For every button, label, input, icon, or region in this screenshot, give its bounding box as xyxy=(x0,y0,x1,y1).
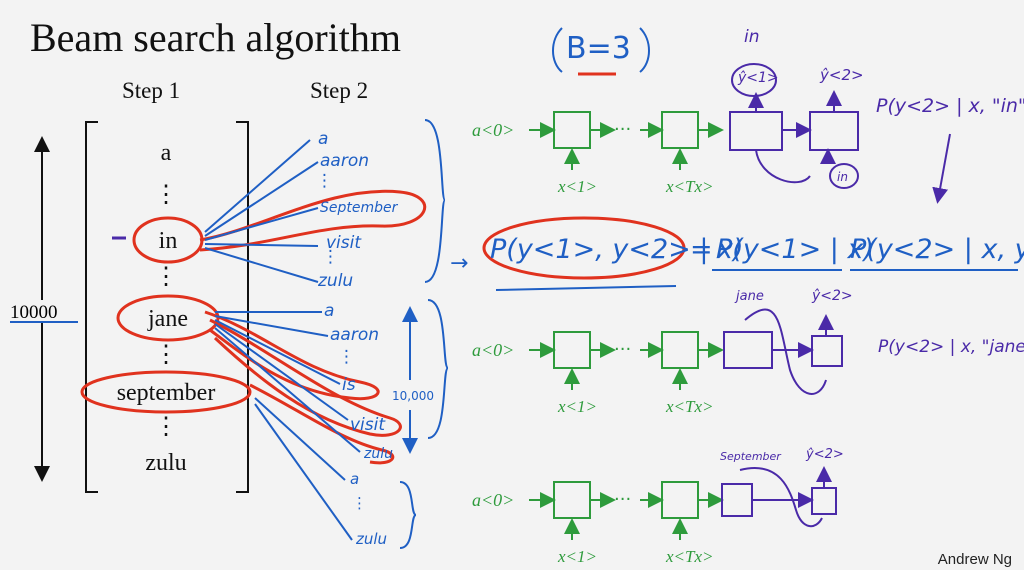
svg-text:a<0>: a<0> xyxy=(472,340,514,360)
count-note: 10,000 xyxy=(392,389,434,403)
decoder-row-2 xyxy=(723,308,843,395)
svg-text:a<0>: a<0> xyxy=(472,120,514,140)
svg-text:⋮: ⋮ xyxy=(322,247,339,267)
svg-text:⋮: ⋮ xyxy=(154,264,178,290)
step1-vocab-bracket xyxy=(85,121,249,493)
sept-branch-zulu: zulu xyxy=(355,530,387,548)
svg-text:jane: jane xyxy=(734,289,764,304)
equation-rhs-2: P(y<2> | x, y<1>) xyxy=(850,234,1024,265)
svg-text:ŷ<2>: ŷ<2> xyxy=(819,66,864,84)
svg-text:ŷ<2>: ŷ<2> xyxy=(805,447,844,462)
svg-text:⋮: ⋮ xyxy=(352,494,367,512)
jane-branch-is: is xyxy=(342,375,356,395)
network-row-1: a<0> x<1> x<Tx> xyxy=(472,112,720,196)
svg-text:ŷ<2>: ŷ<2> xyxy=(811,288,853,304)
jane-branch-aaron: aaron xyxy=(330,325,379,345)
beam-width-note: B=3 xyxy=(552,27,650,76)
in-branch-september: September xyxy=(320,200,399,216)
network-row-2: a<0> x<1> x<Tx> xyxy=(472,332,720,416)
svg-text:a<0>: a<0> xyxy=(472,490,514,510)
vocab-size-label: 10000 xyxy=(10,302,58,323)
prob-jane-note: P(y<2> | x, "jane") xyxy=(878,337,1024,357)
svg-text:⋮: ⋮ xyxy=(338,347,355,367)
decoder-row-3 xyxy=(721,466,837,528)
decoder-row-1 xyxy=(729,63,859,189)
in-branch-visit: visit xyxy=(326,233,362,253)
svg-text:x<1>: x<1> xyxy=(557,397,597,416)
step1-label: Step 1 xyxy=(122,78,181,103)
beam-selections xyxy=(80,189,427,465)
equation-equals: = xyxy=(690,234,713,265)
svg-text:x<1>: x<1> xyxy=(557,547,597,566)
svg-text:in: in xyxy=(744,27,760,47)
jane-branch-zulu: zulu xyxy=(363,446,393,462)
step2-label: Step 2 xyxy=(310,78,369,103)
svg-text:B=3: B=3 xyxy=(566,31,631,66)
svg-text:September: September xyxy=(720,450,782,463)
network-row-3: a<0> x<1> x<Tx> xyxy=(472,482,720,566)
in-branch-a: a xyxy=(318,129,328,149)
author-credit: Andrew Ng xyxy=(937,551,1012,568)
svg-text:x<1>: x<1> xyxy=(557,177,597,196)
svg-text:⋮: ⋮ xyxy=(154,182,178,208)
equation-lhs: P(y<1>, y<2> | x) xyxy=(490,234,744,265)
svg-text:⋮: ⋮ xyxy=(316,171,333,191)
sept-branch-a: a xyxy=(350,470,359,488)
svg-text:⋮: ⋮ xyxy=(154,414,178,440)
prob-in-note: P(y<2> | x, "in") xyxy=(876,95,1024,117)
vocab-word-in: in xyxy=(159,228,178,254)
vocab-size-arrow: 10000 xyxy=(10,136,78,482)
jane-branch-visit: visit xyxy=(350,415,386,435)
branches-from-september xyxy=(254,397,353,541)
svg-text:x<Tx>: x<Tx> xyxy=(665,547,714,566)
branches-from-jane xyxy=(214,311,361,453)
in-branch-zulu: zulu xyxy=(317,271,353,291)
svg-text:x<Tx>: x<Tx> xyxy=(665,397,714,416)
svg-text:→: → xyxy=(450,251,468,276)
probability-equation: → P(y<1>, y<2> | x) = P(y<1> | x) P(y<2>… xyxy=(450,216,1024,291)
vocab-word-a: a xyxy=(161,140,172,166)
svg-text:ŷ<1>: ŷ<1> xyxy=(737,70,779,86)
svg-text:⋮: ⋮ xyxy=(154,342,178,368)
vocab-word-september: september xyxy=(117,380,216,406)
slide-title: Beam search algorithm xyxy=(30,15,401,60)
svg-text:in: in xyxy=(837,170,848,184)
svg-text:x<Tx>: x<Tx> xyxy=(665,177,714,196)
in-branch-aaron: aaron xyxy=(320,151,369,171)
jane-branch-a: a xyxy=(324,301,334,321)
equation-rhs-1: P(y<1> | x) xyxy=(716,234,874,265)
branches-from-in xyxy=(204,139,319,283)
vocab-word-zulu: zulu xyxy=(145,450,186,476)
vocab-word-jane: jane xyxy=(147,306,188,332)
